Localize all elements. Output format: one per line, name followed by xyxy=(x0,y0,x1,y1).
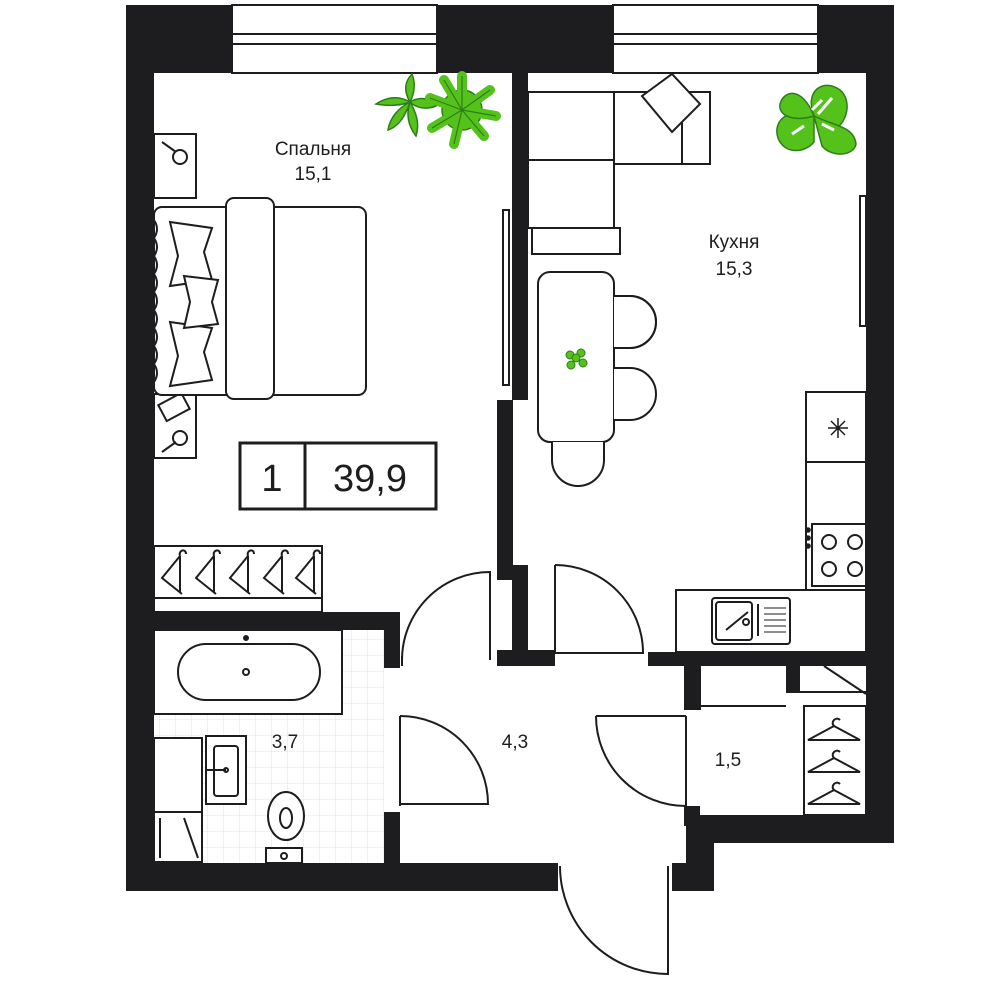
bedroom xyxy=(152,133,510,613)
bathtub-icon xyxy=(153,629,343,715)
bedroom-name: Спальня xyxy=(275,139,351,160)
sliding-door xyxy=(502,209,510,386)
hanger-icon xyxy=(194,549,221,595)
hanger-icon xyxy=(807,781,861,805)
door-closet xyxy=(595,715,687,808)
wardrobe-hangers xyxy=(160,549,321,595)
closet xyxy=(803,705,867,816)
hallway-area: 4,3 xyxy=(502,732,528,753)
window-bedroom xyxy=(231,4,438,74)
window-kitchen xyxy=(612,4,819,74)
kitchen-name: Кухня xyxy=(709,232,760,253)
hanger-icon xyxy=(228,549,255,595)
nightstand-bottom xyxy=(153,391,197,459)
stove-icon xyxy=(805,523,867,587)
door-bedroom xyxy=(401,570,491,666)
sliding-door-kitchen xyxy=(859,195,867,327)
closet-area: 1,5 xyxy=(715,750,741,771)
hanger-icon xyxy=(807,749,861,773)
hanger-icon xyxy=(262,549,289,595)
apartment-badge: 1 39,9 xyxy=(238,441,438,511)
hanger-icon xyxy=(807,717,861,741)
chair-icon xyxy=(551,295,657,487)
kitchen-sink-icon xyxy=(711,597,791,645)
bathroom xyxy=(153,629,384,864)
toilet-icon xyxy=(265,791,305,864)
wardrobe xyxy=(153,545,323,613)
sink-icon xyxy=(205,735,247,805)
sofa-icon xyxy=(527,72,711,255)
labels: Спальня 15,1 Кухня 15,3 3,7 4,3 1,5 xyxy=(272,139,760,771)
total-area: 39,9 xyxy=(333,458,407,500)
kitchen xyxy=(527,72,867,710)
kitchen-area: 15,3 xyxy=(716,259,753,280)
monstera-icon xyxy=(776,84,857,155)
rooms-count: 1 xyxy=(261,458,282,500)
hanger-icon xyxy=(294,549,321,595)
hanger-icon xyxy=(160,549,187,595)
closet-hangers xyxy=(807,717,861,805)
doors xyxy=(399,564,687,976)
bedroom-area: 15,1 xyxy=(295,164,332,185)
plant-icon xyxy=(374,71,501,149)
table-plant-icon xyxy=(565,348,588,370)
windows xyxy=(231,4,819,74)
door-kitchen xyxy=(554,564,645,654)
door-bathroom xyxy=(399,715,490,806)
bed-icon xyxy=(152,197,367,400)
washing-machine xyxy=(153,737,203,863)
fridge-icon xyxy=(805,391,867,463)
door-entrance xyxy=(559,865,669,976)
bathroom-area: 3,7 xyxy=(272,732,298,753)
nightstand-top xyxy=(153,133,197,199)
